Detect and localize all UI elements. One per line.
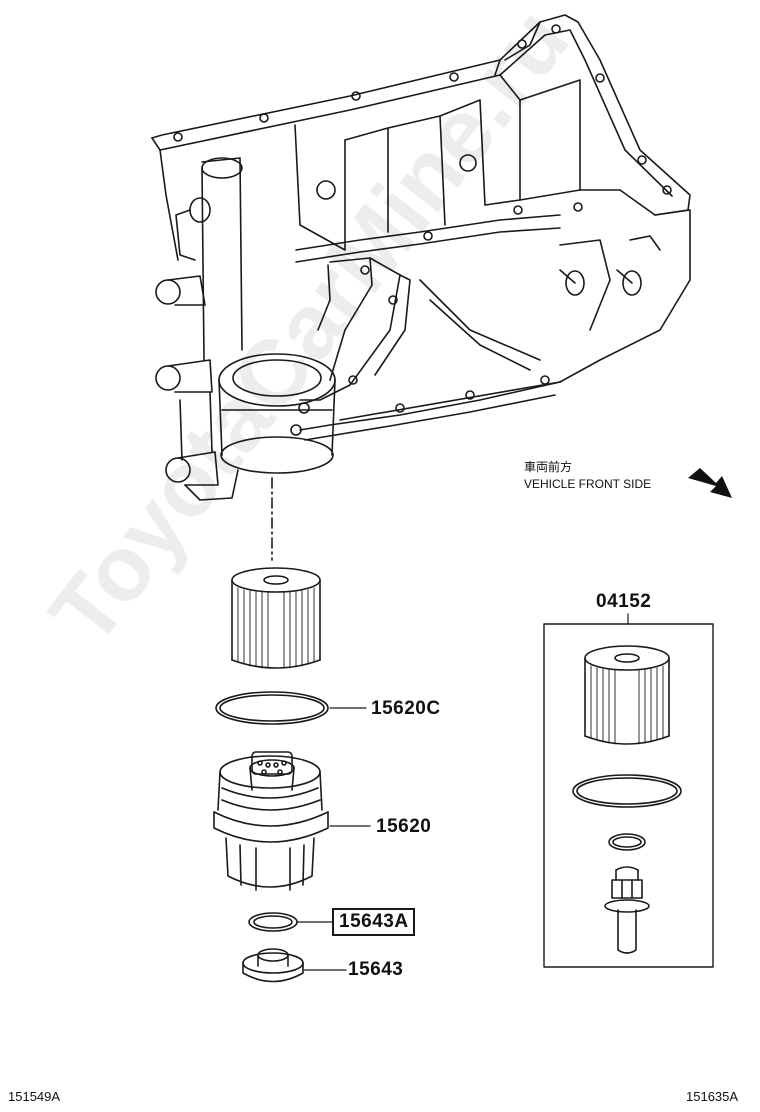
kit-small-oring-drawing — [608, 833, 646, 851]
kit-drain-fitting-drawing — [604, 866, 650, 954]
part-label-plug[interactable]: 15643 — [348, 959, 404, 980]
gasket-drawing — [248, 912, 298, 932]
ref-code-right: 151635A — [686, 1089, 739, 1104]
engine-block-drawing — [151, 14, 691, 501]
part-label-gasket[interactable]: 15643A — [332, 908, 415, 936]
front-direction-arrow — [688, 468, 732, 498]
part-label-kit[interactable]: 04152 — [596, 591, 652, 612]
ref-code-left: 151549A — [8, 1089, 61, 1104]
part-label-oring[interactable]: 15620C — [371, 698, 441, 719]
kit-oring-drawing — [572, 774, 682, 808]
filter-element-drawing — [231, 567, 321, 669]
front-side-label-en: VEHICLE FRONT SIDE — [524, 477, 652, 491]
front-side-label-jp: 車両前方 — [524, 460, 573, 474]
part-label-cap[interactable]: 15620 — [376, 816, 432, 837]
kit-box — [543, 623, 714, 968]
filter-cap-drawing — [213, 751, 329, 891]
drain-plug-drawing — [242, 948, 304, 983]
oring-drawing — [215, 691, 329, 725]
kit-filter-element-drawing — [584, 645, 670, 745]
